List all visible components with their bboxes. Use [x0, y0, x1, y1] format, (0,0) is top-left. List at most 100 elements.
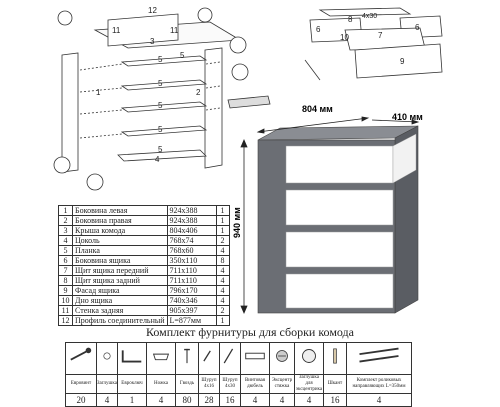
hardware-qty: 4 — [269, 393, 295, 407]
parts-cell-dims: 796x170 — [166, 285, 217, 296]
parts-cell-num: 10 — [58, 295, 73, 306]
label-1: 1 — [96, 88, 101, 97]
furniture-foot-icon — [152, 353, 170, 361]
label-6b: 6 — [415, 23, 420, 32]
label-9: 9 — [400, 57, 405, 66]
label-5e: 5 — [158, 145, 163, 154]
parts-cell-qty: 4 — [215, 245, 230, 256]
label-11a: 11 — [112, 26, 121, 35]
parts-cell-num: 7 — [58, 265, 73, 276]
wood-dowel-icon — [333, 348, 337, 364]
parts-cell-name: Щит ящика передний — [72, 265, 168, 276]
hardware-qty: 20 — [65, 393, 97, 407]
label-5d: 5 — [158, 125, 163, 134]
hardware-icon-cell — [219, 342, 241, 375]
hardware-name: Евроключ — [117, 374, 147, 394]
parts-cell-num: 2 — [58, 215, 73, 226]
chest-of-drawers — [257, 125, 419, 314]
hardware-qty: 1 — [117, 393, 147, 407]
hardware-name: Шкант — [323, 374, 347, 394]
hardware-icon-cell — [269, 342, 295, 375]
width-dimension: 804 мм — [302, 104, 333, 114]
hardware-icon-cell — [175, 342, 199, 375]
hardware-icon-cell — [117, 342, 147, 375]
parts-cell-name: Профиль соединительный — [72, 315, 168, 326]
hardware-qty: 4 — [294, 393, 324, 407]
hardware-icon-cell — [294, 342, 324, 375]
hardware-name: Винтовая дюбель — [240, 374, 270, 394]
parts-cell-num: 5 — [58, 245, 73, 256]
parts-cell-dims: L=877мм — [166, 315, 217, 326]
parts-cell-num: 9 — [58, 285, 73, 296]
hardware-qty: 4 — [240, 393, 270, 407]
parts-cell-dims: 804x406 — [166, 225, 217, 236]
hardware-name: Шуруп 4x30 — [219, 374, 241, 394]
hardware-name: Гвоздь — [175, 374, 199, 394]
parts-cell-qty: 4 — [215, 275, 230, 286]
hardware-name: Заглушка — [96, 374, 118, 394]
parts-cell-qty: 4 — [215, 295, 230, 306]
parts-cell-name: Дно ящика — [72, 295, 168, 306]
height-dimension: 940 мм — [232, 207, 242, 238]
hardware-icon-cell — [198, 342, 220, 375]
parts-cell-dims: 740x346 — [166, 295, 217, 306]
label-12: 12 — [148, 6, 157, 15]
screw-long-icon — [223, 348, 234, 364]
hardware-icon-cell — [346, 342, 412, 375]
parts-cell-dims: 711x110 — [166, 265, 217, 276]
hardware-qty: 80 — [175, 393, 199, 407]
hardware-name: Шуруп 4x16 — [198, 374, 220, 394]
hardware-name: Евровинт — [65, 374, 97, 394]
label-11b: 11 — [170, 26, 179, 35]
drawer-slide-icon — [359, 347, 399, 363]
screw-short-icon — [203, 350, 211, 362]
eccentric-cap-icon — [302, 349, 316, 363]
parts-cell-qty: 1 — [215, 205, 230, 216]
parts-cell-dims: 924x388 — [166, 205, 217, 216]
parts-cell-dims: 350x110 — [166, 255, 217, 266]
eccentric-icon — [276, 350, 288, 362]
parts-cell-name: Боковина левая — [72, 205, 168, 216]
parts-cell-name: Боковина правая — [72, 215, 168, 226]
parts-cell-name: Крыша комода — [72, 225, 168, 236]
hardware-name: Ножка — [146, 374, 176, 394]
hardware-name: Эксцентр стяжка — [269, 374, 295, 394]
parts-cell-qty: 4 — [215, 265, 230, 276]
hardware-icons-row — [65, 342, 412, 375]
parts-cell-num: 6 — [58, 255, 73, 266]
label-3: 3 — [150, 37, 155, 46]
parts-cell-name: Цоколь — [72, 235, 168, 246]
parts-cell-qty: 8 — [215, 255, 230, 266]
hardware-qty: 16 — [323, 393, 347, 407]
label-5a: 5 — [158, 55, 163, 64]
parts-cell-qty: 1 — [215, 215, 230, 226]
parts-cell-dims: 905x397 — [166, 305, 217, 316]
parts-cell-name: Фасад ящика — [72, 285, 168, 296]
hex-key-icon — [121, 350, 142, 363]
parts-cell-num: 4 — [58, 235, 73, 246]
parts-cell-name: Планка — [72, 245, 168, 256]
dowel-icon — [245, 352, 265, 360]
hardware-icon-cell — [146, 342, 176, 375]
parts-cell-qty: 2 — [215, 235, 230, 246]
parts-cell-dims: 768x74 — [166, 235, 217, 246]
hardware-icon-cell — [240, 342, 270, 375]
hardware-qty: 28 — [198, 393, 220, 407]
hardware-icon-cell — [323, 342, 347, 375]
parts-cell-num: 8 — [58, 275, 73, 286]
hardware-qty: 16 — [219, 393, 241, 407]
parts-cell-dims: 711x110 — [166, 275, 217, 286]
hardware-title: Комплект фурнитуры для сборки комода — [145, 325, 354, 339]
parts-cell-qty: 2 — [215, 305, 230, 316]
